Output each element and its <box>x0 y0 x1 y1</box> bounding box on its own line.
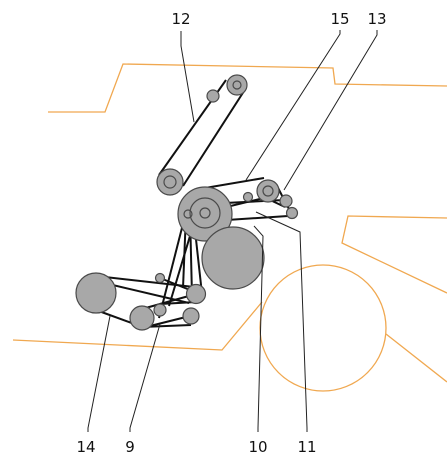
pulley-right-tensioner-1 <box>279 194 293 208</box>
wheel-arm-outline <box>385 333 447 383</box>
belt-12-lower-run <box>182 87 247 187</box>
leader-11 <box>255 211 308 432</box>
pulley-main <box>177 186 233 242</box>
pulley-left-large <box>75 272 117 314</box>
part-number-labels: 12 15 13 14 9 10 11 <box>76 10 386 456</box>
leader-lines <box>87 30 378 432</box>
machine-housing-outline <box>48 63 447 113</box>
pulley-top-right <box>226 74 248 96</box>
leader-13 <box>283 30 378 191</box>
pulley-right-idler <box>242 191 254 203</box>
pulley-right-tensioner-2 <box>285 206 299 220</box>
leader-12 <box>180 31 195 123</box>
label-12: 12 <box>171 10 190 28</box>
pulley-right-main-hub <box>262 185 274 197</box>
leader-15 <box>245 30 341 181</box>
pulley-main-secondary <box>189 197 221 229</box>
pulley-main-hub <box>199 207 211 219</box>
pulley-lower-idler-top <box>154 272 166 284</box>
leader-9 <box>129 323 161 432</box>
belt-9-run-3 <box>159 301 197 305</box>
label-9: 9 <box>125 438 135 456</box>
drive-belt-diag-1 <box>158 215 186 319</box>
pulley-upper-left-hub <box>163 175 177 189</box>
machine-outline <box>12 63 447 392</box>
pulley-top-right-hub <box>232 80 242 90</box>
pulley-lower-center <box>185 283 207 305</box>
leader-10 <box>253 225 264 432</box>
pulley-upper-left <box>156 168 184 196</box>
label-10: 10 <box>248 438 267 456</box>
machine-base-outline <box>12 301 263 351</box>
leader-14 <box>87 315 111 432</box>
pulley-large-lower <box>201 226 265 290</box>
label-15: 15 <box>330 10 349 28</box>
machine-side-outline <box>341 215 447 294</box>
pulley-lower-right <box>182 307 200 325</box>
pulley-right-main <box>256 179 280 203</box>
wheel-outline <box>259 264 387 392</box>
label-14: 14 <box>76 438 95 456</box>
pulleys <box>75 74 299 331</box>
belt-9-run-5 <box>159 277 191 291</box>
pulley-lower-left <box>129 305 155 331</box>
label-11: 11 <box>297 438 316 456</box>
pulley-main-small-hub <box>183 209 193 219</box>
pulley-lower-small <box>153 303 167 317</box>
belt-15-top-run <box>204 177 265 189</box>
label-13: 13 <box>367 10 386 28</box>
pulley-top-idler <box>206 89 220 103</box>
